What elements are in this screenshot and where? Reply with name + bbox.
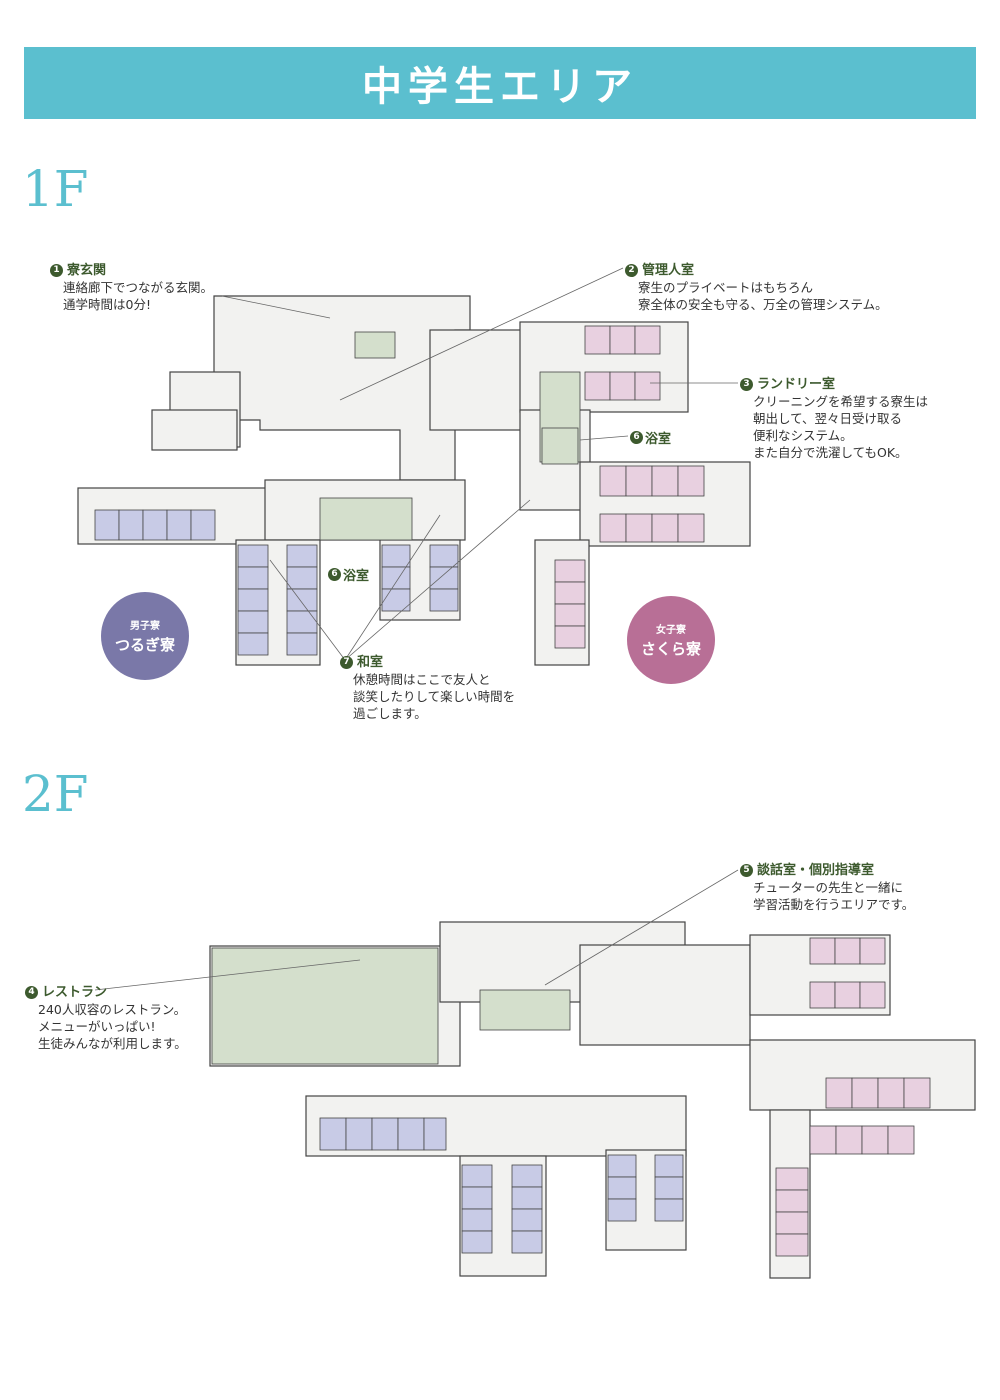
boys-dorm-badge: 男子寮 つるぎ寮	[101, 592, 189, 680]
1f-boys-bath	[319, 497, 413, 541]
girls-dorm-name: さくら寮	[640, 640, 701, 658]
boys-dorm-name: つるぎ寮	[114, 636, 175, 654]
page-title-banner: 中学生エリア	[24, 47, 976, 119]
girls-dorm-badge: 女子寮 さくら寮	[627, 596, 715, 684]
boys-dorm-sub: 男子寮	[130, 621, 160, 632]
1f-connector	[429, 329, 531, 431]
2f-restaurant	[211, 947, 439, 1065]
2f-study-room	[479, 989, 571, 1031]
floor-2f-label: 2F	[22, 765, 89, 823]
girls-dorm-sub: 女子寮	[656, 625, 686, 636]
page-title: 中学生エリア	[362, 64, 638, 110]
1f-west-annex	[151, 409, 238, 451]
floor-1f-label: 1F	[22, 160, 89, 218]
1f-girls-bath	[541, 427, 579, 465]
2f-central-block	[579, 944, 751, 1046]
1f-manager-room	[354, 331, 396, 359]
